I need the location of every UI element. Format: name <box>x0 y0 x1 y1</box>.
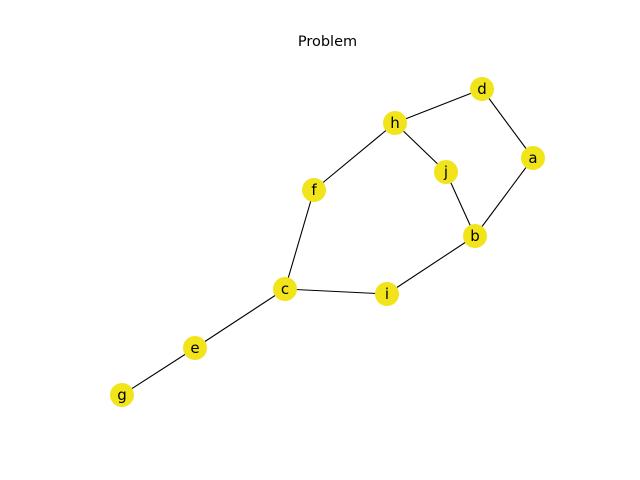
edge-d-a <box>481 88 534 159</box>
node-label-b: b <box>470 227 480 245</box>
node-g: g <box>110 383 134 407</box>
node-circle-h <box>383 111 407 135</box>
edge-h-f <box>313 122 396 191</box>
node-layer: d h a j f b c i e g <box>110 77 545 407</box>
edge-c-i <box>284 288 388 295</box>
graph-title: Problem <box>297 34 358 50</box>
node-j: j <box>434 160 458 184</box>
node-label-d: d <box>477 80 487 98</box>
node-circle-e <box>183 336 207 360</box>
node-a: a <box>521 146 545 170</box>
edge-e-g <box>121 347 196 396</box>
node-e: e <box>183 336 207 360</box>
node-h: h <box>383 111 407 135</box>
node-circle-j <box>434 160 458 184</box>
node-circle-a <box>521 146 545 170</box>
node-label-a: a <box>528 149 537 167</box>
node-i: i <box>375 282 399 306</box>
node-label-c: c <box>281 280 289 298</box>
edge-a-b <box>474 157 534 237</box>
node-label-i: i <box>385 285 389 303</box>
node-circle-d <box>470 77 494 101</box>
node-circle-i <box>375 282 399 306</box>
node-label-e: e <box>190 339 199 357</box>
edge-b-i <box>386 235 476 295</box>
node-f: f <box>302 178 326 202</box>
edge-h-d <box>394 88 483 124</box>
node-d: d <box>470 77 494 101</box>
edge-c-e <box>194 288 286 349</box>
edge-f-c <box>284 189 315 290</box>
node-label-j: j <box>443 163 448 181</box>
node-circle-c <box>273 277 297 301</box>
node-circle-g <box>110 383 134 407</box>
node-label-h: h <box>390 114 400 132</box>
node-b: b <box>463 224 487 248</box>
node-label-f: f <box>311 181 317 199</box>
node-circle-f <box>302 178 326 202</box>
node-label-g: g <box>117 386 127 404</box>
node-circle-b <box>463 224 487 248</box>
node-c: c <box>273 277 297 301</box>
